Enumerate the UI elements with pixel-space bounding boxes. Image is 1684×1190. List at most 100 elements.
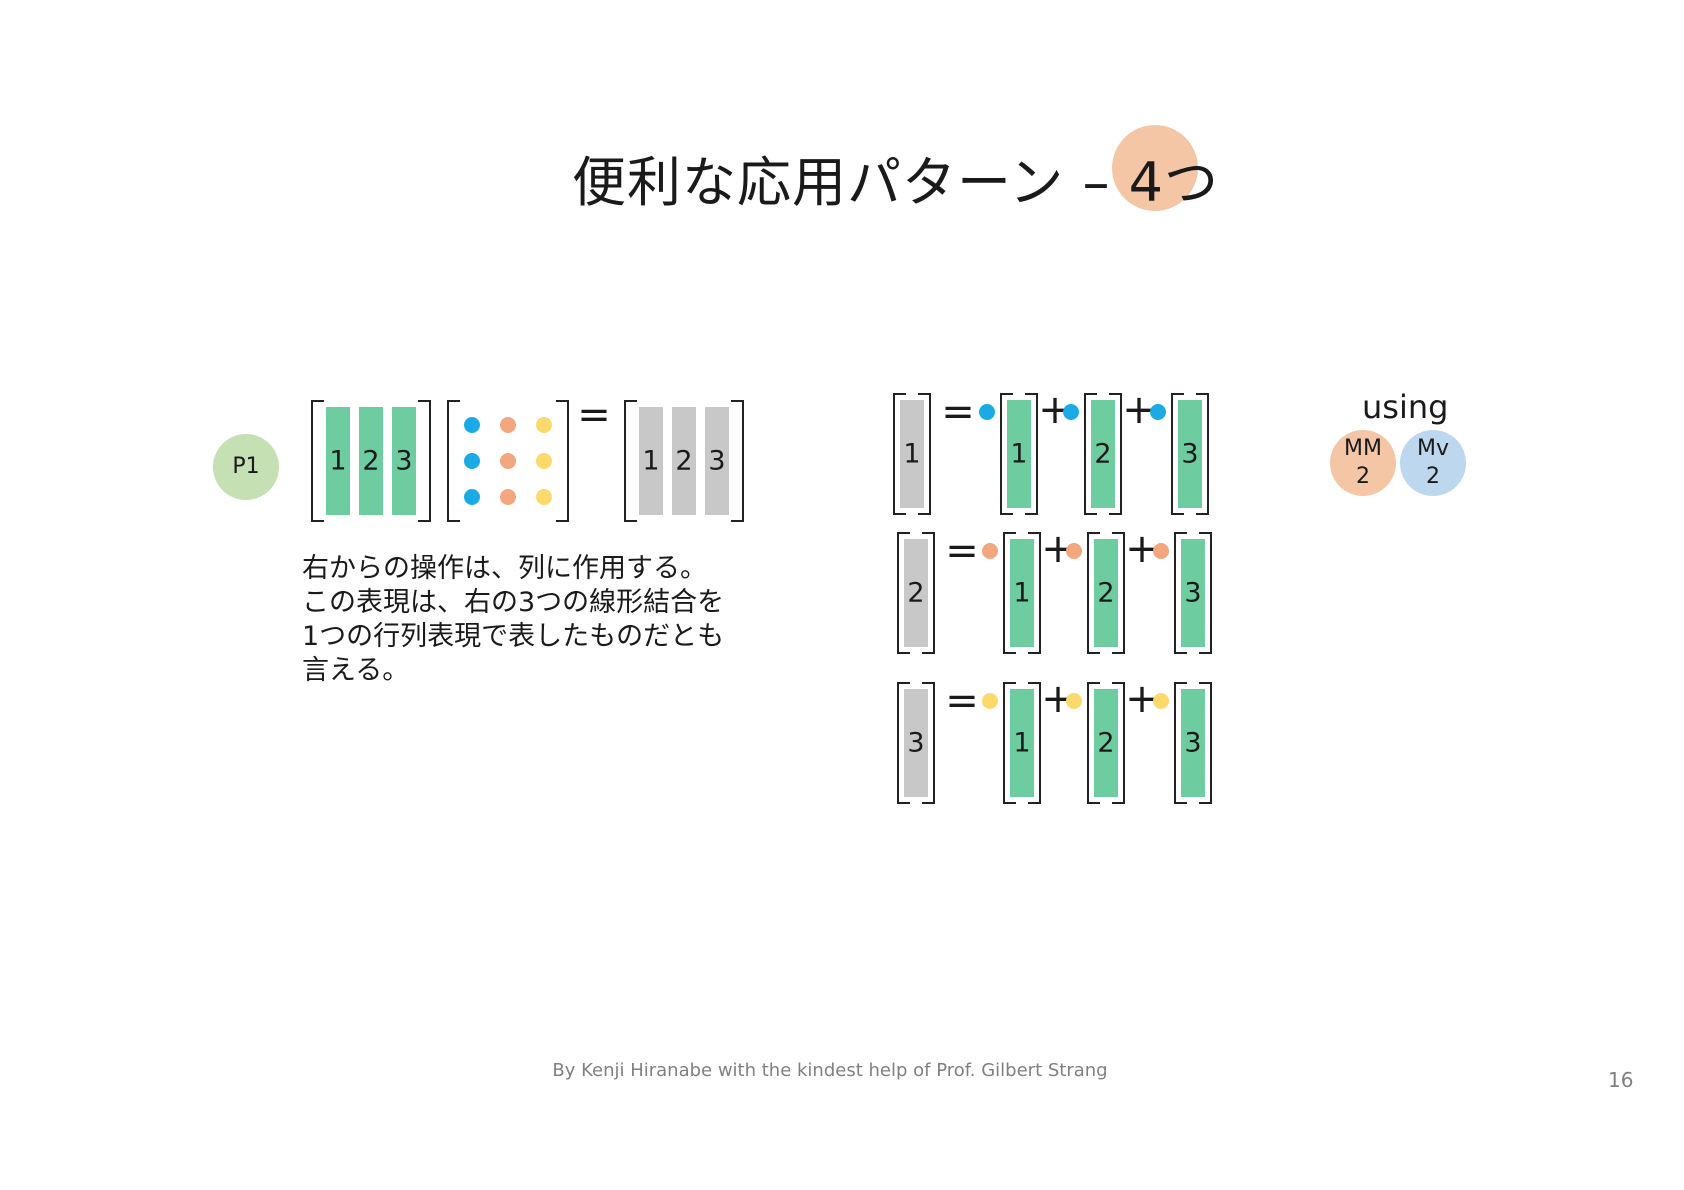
row-2-term-column-3 <box>1181 539 1205 647</box>
row-1-coef-dot-1 <box>979 404 995 420</box>
result-3-right-bracket <box>922 682 935 804</box>
result-3-left-bracket <box>897 682 910 804</box>
matrix-b-column-2 <box>672 407 696 515</box>
matrix-a-column-3 <box>392 407 416 515</box>
coefficient-dot-r2c3 <box>536 453 552 469</box>
matrix-b-column-3-label: 3 <box>708 446 725 477</box>
row-1-term-2-left-bracket <box>1084 393 1097 515</box>
row-2-term-1-left-bracket <box>1003 532 1016 654</box>
row-1-plus-2: + <box>1122 387 1156 433</box>
row-3-term-column-2-label: 2 <box>1097 728 1114 759</box>
page-number: 16 <box>1608 1068 1634 1092</box>
matrix-a-column-2-label: 2 <box>362 446 379 477</box>
row-1-term-column-3 <box>1178 400 1202 508</box>
coefficient-dot-r3c3 <box>536 489 552 505</box>
row-1-term-column-1-label: 1 <box>1010 439 1027 470</box>
row-1-term-column-1 <box>1007 400 1031 508</box>
matrix-a-column-1-label: 1 <box>329 446 346 477</box>
row-1-term-column-3-label: 3 <box>1181 439 1198 470</box>
row-2-term-2-right-bracket <box>1112 532 1125 654</box>
coefficient-dot-r3c1 <box>464 489 480 505</box>
result-column-1 <box>900 400 924 508</box>
row-3-term-2-left-bracket <box>1087 682 1100 804</box>
row-2-term-column-2-label: 2 <box>1097 578 1114 609</box>
coefficient-dot-r2c2 <box>500 453 516 469</box>
result-column-2-label: 2 <box>907 578 924 609</box>
row-1-term-column-2 <box>1091 400 1115 508</box>
row-1-coef-dot-3 <box>1150 404 1166 420</box>
result-column-2 <box>904 539 928 647</box>
matrix-b-column-1 <box>639 407 663 515</box>
row-3-coef-dot-1 <box>982 693 998 709</box>
matrix-b-column-1-label: 1 <box>642 446 659 477</box>
row-3-term-1-left-bracket <box>1003 682 1016 804</box>
matrix-a-column-1 <box>326 407 350 515</box>
result-column-1-label: 1 <box>903 439 920 470</box>
row-3-term-column-3 <box>1181 689 1205 797</box>
matrix-x-right-bracket <box>556 400 569 522</box>
coefficient-dot-r3c2 <box>500 489 516 505</box>
result-1-left-bracket <box>893 393 906 515</box>
row-2-term-column-1 <box>1010 539 1034 647</box>
row-3-term-3-left-bracket <box>1174 682 1187 804</box>
result-column-3-label: 3 <box>907 728 924 759</box>
row-3-term-column-1 <box>1010 689 1034 797</box>
badge-mv-top: Mv <box>1416 436 1449 461</box>
row-1-term-3-right-bracket <box>1196 393 1209 515</box>
description-text: 右からの操作は、列に作用する。 この表現は、右の3つの線形結合を 1つの行列表現… <box>302 553 725 686</box>
matrix-x-left-bracket <box>447 400 460 522</box>
row-2-term-column-1-label: 1 <box>1013 578 1030 609</box>
row-2-coef-dot-1 <box>982 543 998 559</box>
result-2-left-bracket <box>897 532 910 654</box>
row-1-equals: = <box>941 389 975 435</box>
result-1-right-bracket <box>918 393 931 515</box>
page-title: 便利な応用パターン – 4つ <box>572 151 1219 214</box>
equals-sign: = <box>577 392 611 438</box>
row-1-term-column-2-label: 2 <box>1094 439 1111 470</box>
row-3-plus-2: + <box>1125 676 1159 722</box>
row-3-term-2-right-bracket <box>1112 682 1125 804</box>
matrix-a-column-3-label: 3 <box>395 446 412 477</box>
coefficient-dot-r2c1 <box>464 453 480 469</box>
row-3-coef-dot-2 <box>1066 693 1082 709</box>
matrix-a-right-bracket <box>418 400 431 522</box>
row-3-coef-dot-3 <box>1153 693 1169 709</box>
row-1-term-1-left-bracket <box>1000 393 1013 515</box>
badge-mm-bottom: 2 <box>1356 464 1370 489</box>
using-label: using <box>1362 388 1449 426</box>
matrix-b-column-2-label: 2 <box>675 446 692 477</box>
matrix-a-column-2 <box>359 407 383 515</box>
coefficient-dot-r1c1 <box>464 417 480 433</box>
row-3-term-1-right-bracket <box>1028 682 1041 804</box>
matrix-a-left-bracket <box>311 400 324 522</box>
footer-credit: By Kenji Hiranabe with the kindest help … <box>552 1060 1108 1081</box>
row-2-term-3-left-bracket <box>1174 532 1187 654</box>
row-1-term-1-right-bracket <box>1025 393 1038 515</box>
badge-mv: Mv 2 <box>1400 430 1466 496</box>
matrix-b-left-bracket <box>624 400 637 522</box>
row-2-term-column-2 <box>1094 539 1118 647</box>
row-3-term-column-1-label: 1 <box>1013 728 1030 759</box>
coefficient-dot-r1c2 <box>500 417 516 433</box>
row-1-term-3-left-bracket <box>1171 393 1184 515</box>
row-2-plus-2: + <box>1125 526 1159 572</box>
badge-mm: MM 2 <box>1330 430 1396 496</box>
row-2-term-3-right-bracket <box>1199 532 1212 654</box>
row-1-term-2-right-bracket <box>1109 393 1122 515</box>
row-3-term-column-2 <box>1094 689 1118 797</box>
badge-mv-bottom: 2 <box>1426 464 1440 489</box>
row-2-equals: = <box>945 528 979 574</box>
coefficient-dot-r1c3 <box>536 417 552 433</box>
row-3-term-3-right-bracket <box>1199 682 1212 804</box>
row-2-coef-dot-3 <box>1153 543 1169 559</box>
title-highlight-circle <box>1112 125 1198 211</box>
row-2-term-1-right-bracket <box>1028 532 1041 654</box>
row-3-term-column-3-label: 3 <box>1184 728 1201 759</box>
pattern-badge-p1: P1 <box>213 434 279 500</box>
matrix-b-column-3 <box>705 407 729 515</box>
matrix-b-right-bracket <box>731 400 744 522</box>
row-3-equals: = <box>945 678 979 724</box>
row-2-term-column-3-label: 3 <box>1184 578 1201 609</box>
row-1-coef-dot-2 <box>1063 404 1079 420</box>
